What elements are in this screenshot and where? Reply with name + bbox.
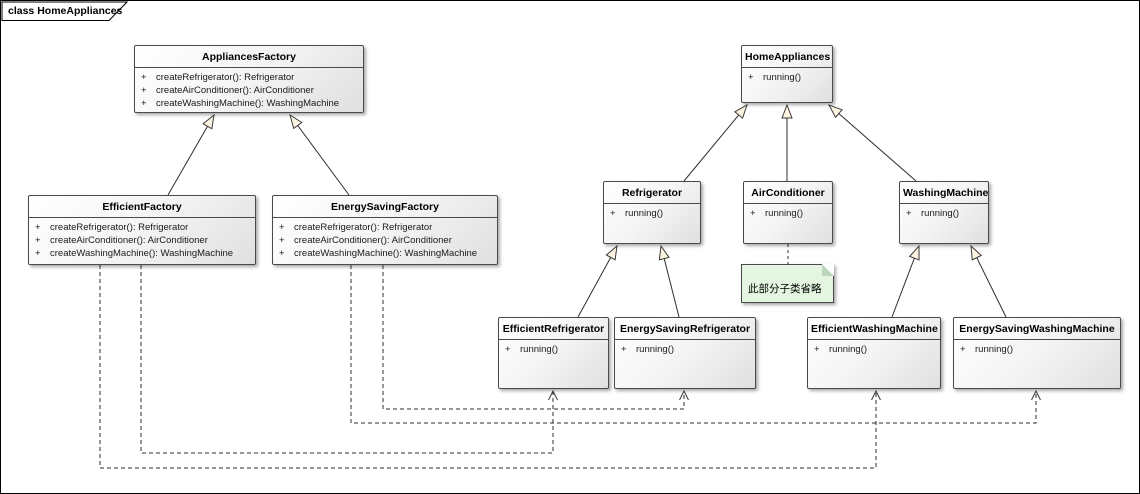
operations-compartment: +running() [900,204,988,220]
method: +createAirConditioner(): AirConditioner [279,235,452,246]
operations-compartment: +running() [744,204,832,220]
generalization-efficientwashingmachine[interactable] [891,244,920,318]
frame-tab-label: class HomeAppliances [8,5,123,17]
generalization-washingmachine[interactable] [827,104,917,182]
operations-compartment: +createRefrigerator(): Refrigerator +cre… [135,68,363,110]
note-text: 此部分子类省略 [748,283,822,295]
class-air-conditioner[interactable]: AirConditioner +running() [743,181,833,244]
method: +running() [505,344,559,355]
operations-compartment: +running() [742,68,832,84]
class-name: WashingMachine [900,182,988,204]
operations-compartment: +createRefrigerator(): Refrigerator +cre… [273,218,497,260]
dependency-efficientfactory-efficientrefrigerator[interactable] [140,265,558,454]
generalization-refrigerator[interactable] [683,103,748,182]
class-name: EfficientRefrigerator [499,318,608,340]
method: +createRefrigerator(): Refrigerator [141,72,295,83]
method: +running() [748,72,802,83]
class-washing-machine[interactable]: WashingMachine +running() [899,181,989,244]
class-efficient-washing-machine[interactable]: EfficientWashingMachine +running() [807,317,941,389]
method: +running() [621,344,675,355]
method: +createRefrigerator(): Refrigerator [35,222,189,233]
method: +running() [960,344,1014,355]
method: +createAirConditioner(): AirConditioner [35,235,208,246]
class-efficient-factory[interactable]: EfficientFactory +createRefrigerator(): … [28,195,256,265]
method: +running() [610,208,664,219]
class-energy-saving-washing-machine[interactable]: EnergySavingWashingMachine +running() [953,317,1121,389]
class-name: EfficientFactory [29,196,255,218]
method: +running() [750,208,804,219]
class-name: HomeAppliances [742,46,832,68]
class-energy-saving-refrigerator[interactable]: EnergySavingRefrigerator +running() [614,317,756,389]
operations-compartment: +running() [808,340,940,356]
operations-compartment: +running() [954,340,1120,356]
class-name: EnergySavingRefrigerator [615,318,755,340]
class-name: EnergySavingWashingMachine [954,318,1120,340]
class-efficient-refrigerator[interactable]: EfficientRefrigerator +running() [498,317,609,389]
class-energy-saving-factory[interactable]: EnergySavingFactory +createRefrigerator(… [272,195,498,265]
class-name: AppliancesFactory [135,46,363,68]
operations-compartment: +running() [499,340,608,356]
method: +createWashingMachine(): WashingMachine [279,248,478,259]
class-home-appliances[interactable]: HomeAppliances +running() [741,45,833,103]
method: +running() [814,344,868,355]
class-name: EnergySavingFactory [273,196,497,218]
class-refrigerator[interactable]: Refrigerator +running() [603,181,701,244]
class-name: AirConditioner [744,182,832,204]
class-name: Refrigerator [604,182,700,204]
generalization-efficientrefrigerator[interactable] [577,244,618,318]
operations-compartment: +running() [604,204,700,220]
method: +running() [906,208,960,219]
operations-compartment: +createRefrigerator(): Refrigerator +cre… [29,218,255,260]
method: +createWashingMachine(): WashingMachine [35,248,234,259]
generalization-energysavingwashingmachine[interactable] [970,244,1007,318]
class-name: EfficientWashingMachine [808,318,940,340]
method: +createAirConditioner(): AirConditioner [141,85,314,96]
class-appliances-factory[interactable]: AppliancesFactory +createRefrigerator():… [134,45,364,113]
note-subclasses-omitted[interactable]: 此部分子类省略 [741,264,834,303]
method: +createRefrigerator(): Refrigerator [279,222,433,233]
generalization-energysavingfactory[interactable] [289,113,350,196]
generalization-energysavingrefrigerator[interactable] [658,244,680,318]
method: +createWashingMachine(): WashingMachine [141,98,340,109]
generalization-efficientfactory[interactable] [167,113,215,196]
operations-compartment: +running() [615,340,755,356]
